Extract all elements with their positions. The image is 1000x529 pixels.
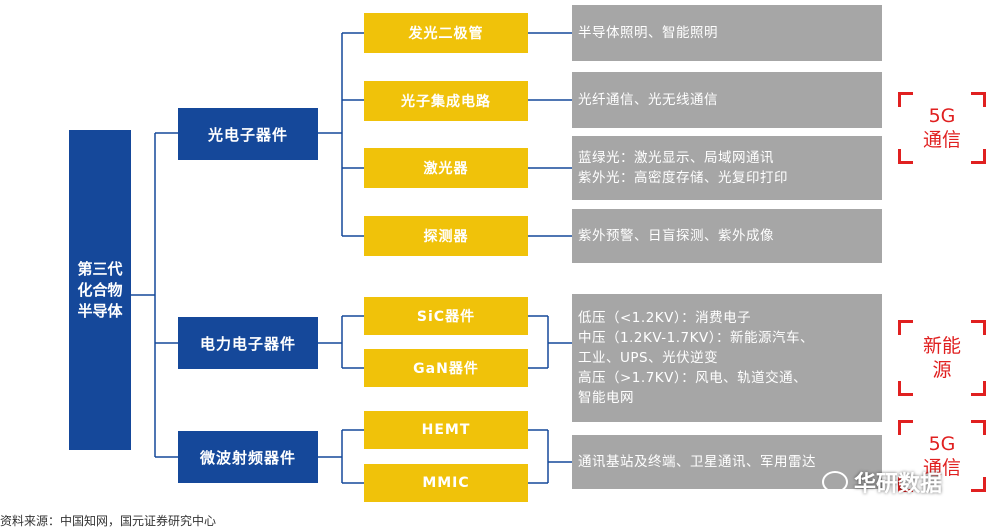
- application-text: 紫外预警、日盲探测、紫外成像: [578, 228, 774, 244]
- device-mmic: MMIC: [364, 464, 528, 502]
- tag-line: 源: [932, 359, 952, 381]
- application-text: 智能电网: [578, 390, 634, 406]
- root-node: 第三代化合物半导体: [69, 130, 131, 450]
- tag-5g-communication: 5G 通信: [898, 92, 986, 164]
- application-text: 蓝绿光：激光显示、局域网通讯: [578, 150, 774, 166]
- device-detector: 探测器: [364, 216, 528, 256]
- tag-5g-communication-2: 5G 通信: [898, 420, 986, 492]
- watermark: 华研数据: [822, 466, 942, 498]
- wechat-icon: [822, 471, 848, 493]
- category-power-electronic: 电力电子器件: [178, 317, 318, 369]
- application-text: 紫外光：高密度存储、光复印打印: [578, 170, 788, 186]
- application-text: 工业、UPS、光伏逆变: [578, 350, 719, 366]
- tag-line: 5G: [928, 105, 956, 127]
- tag-line: 5G: [928, 433, 956, 455]
- application-photonic-ic: 光纤通信、光无线通信: [572, 72, 882, 128]
- tag-new-energy: 新能 源: [898, 320, 986, 396]
- application-text: 中压（1.2KV-1.7KV）：新能源汽车、: [578, 330, 814, 346]
- device-sic: SiC器件: [364, 297, 528, 335]
- application-text: 光纤通信、光无线通信: [578, 92, 718, 108]
- application-power: 低压（<1.2KV）：消费电子 中压（1.2KV-1.7KV）：新能源汽车、 工…: [572, 294, 882, 422]
- application-text: 高压（>1.7KV）：风电、轨道交通、: [578, 370, 808, 386]
- tag-line: 通信: [922, 457, 961, 479]
- category-optoelectronic: 光电子器件: [178, 108, 318, 160]
- application-laser: 蓝绿光：激光显示、局域网通讯 紫外光：高密度存储、光复印打印: [572, 136, 882, 200]
- device-gan: GaN器件: [364, 349, 528, 387]
- application-text: 低压（<1.2KV）：消费电子: [578, 310, 752, 326]
- application-text: 通讯基站及终端、卫星通讯、军用雷达: [578, 454, 816, 470]
- device-laser: 激光器: [364, 148, 528, 188]
- device-led: 发光二极管: [364, 13, 528, 53]
- application-led: 半导体照明、智能照明: [572, 5, 882, 61]
- device-hemt: HEMT: [364, 411, 528, 449]
- tag-line: 通信: [922, 129, 961, 151]
- application-detector: 紫外预警、日盲探测、紫外成像: [572, 209, 882, 263]
- watermark-text: 华研数据: [854, 472, 943, 497]
- source-note: 资料来源：中国知网，国元证券研究中心: [0, 514, 217, 528]
- category-microwave-rf: 微波射频器件: [178, 431, 318, 483]
- device-photonic-ic: 光子集成电路: [364, 81, 528, 121]
- application-text: 半导体照明、智能照明: [578, 25, 718, 41]
- tag-line: 新能: [922, 335, 961, 357]
